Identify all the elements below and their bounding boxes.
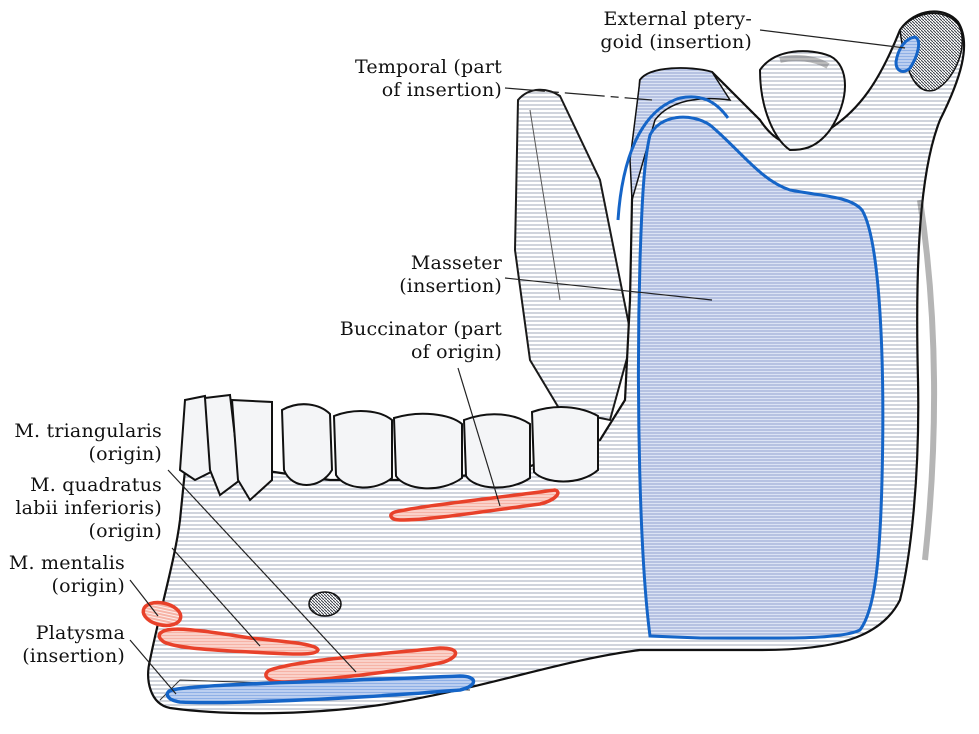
- leader-mentalis: [129, 579, 159, 617]
- label-external-pterygoid: External ptery- goid (insertion): [600, 8, 752, 53]
- leader-external-pterygoid: [759, 29, 906, 49]
- buccinator-origin-outline: [389, 488, 560, 522]
- leader-platysma: [129, 639, 177, 695]
- leader-quadratus: [171, 547, 261, 647]
- leader-buccinator: [457, 367, 501, 507]
- leader-temporal: [504, 87, 653, 101]
- label-mentalis: M. mentalis (origin): [8, 552, 125, 597]
- masseter-insertion-outline: [636, 115, 885, 640]
- mental-foramen: [308, 591, 342, 617]
- condylar-process: [758, 50, 846, 152]
- leader-masseter: [504, 277, 713, 301]
- coronoid-process: [513, 88, 634, 422]
- temporal-insertion-outline: [616, 95, 730, 221]
- label-buccinator: Buccinator (part of origin): [339, 318, 502, 363]
- label-quadratus: M. quadratus labii inferioris) (origin): [15, 474, 162, 542]
- label-platysma: Platysma (insertion): [22, 622, 125, 667]
- label-triangularis: M. triangularis (origin): [14, 420, 162, 465]
- quadratus-origin-outline: [157, 627, 320, 656]
- temporal-insertion-area: [629, 67, 732, 201]
- leader-lines: [129, 29, 906, 695]
- external-pterygoid-insertion-outline: [894, 35, 921, 73]
- teeth: [178, 393, 599, 502]
- label-masseter: Masseter (insertion): [399, 252, 502, 297]
- label-temporal: Temporal (part of insertion): [354, 56, 502, 101]
- leader-triangularis: [167, 469, 357, 673]
- platysma-insertion-outline: [165, 674, 476, 705]
